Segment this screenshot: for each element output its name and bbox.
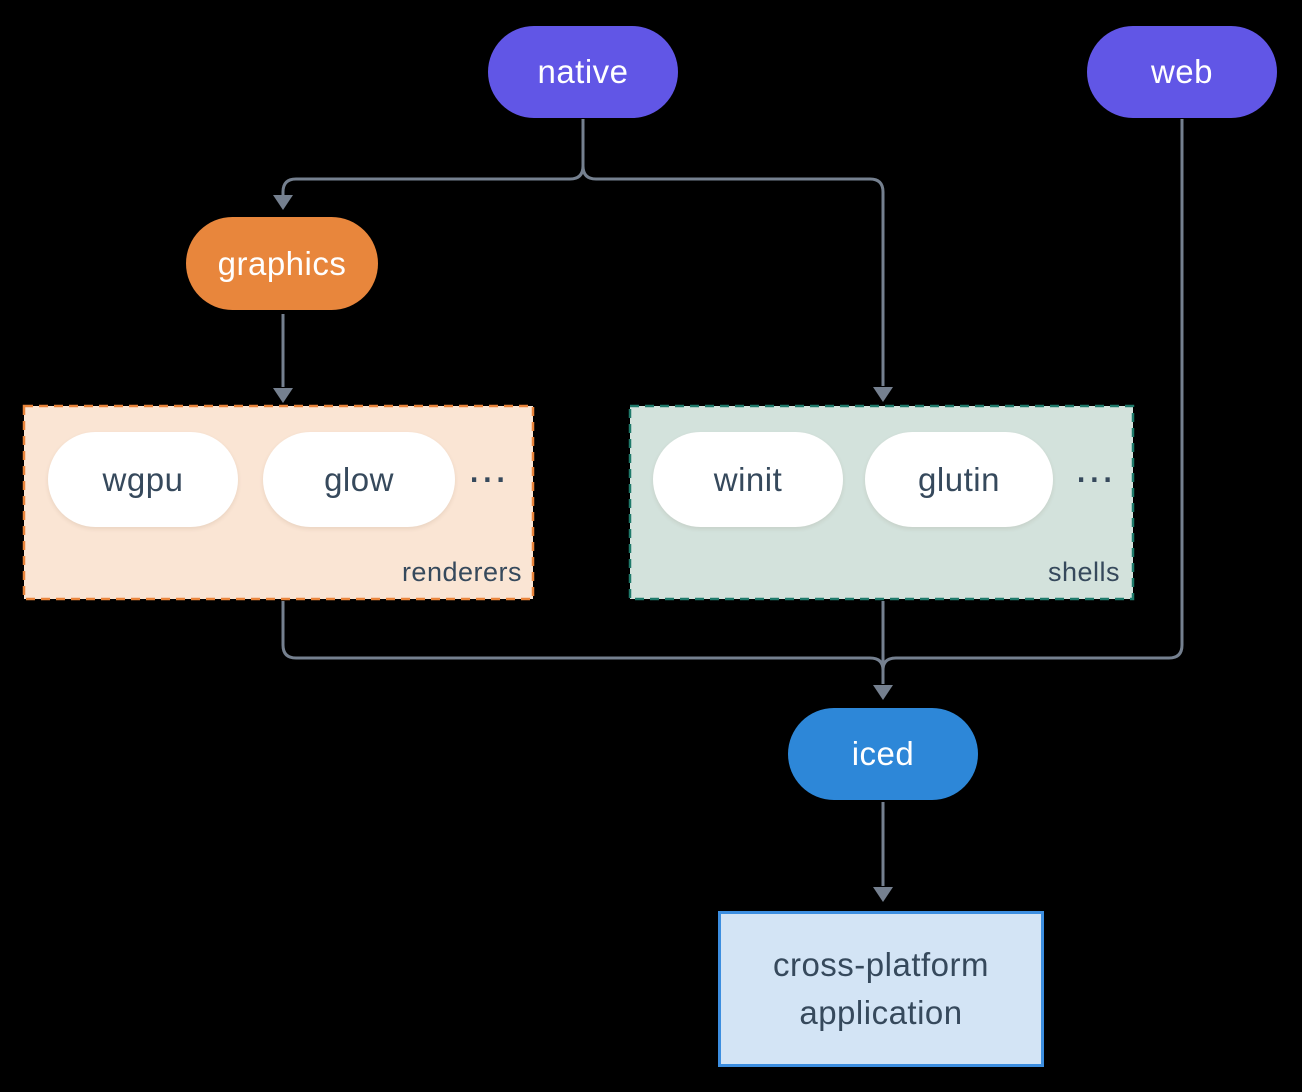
- shells-more-indicator: ...: [1075, 443, 1115, 492]
- node-graphics-label: graphics: [217, 244, 347, 282]
- node-native-label: native: [537, 53, 629, 90]
- renderers-group-label: renderers: [401, 557, 522, 587]
- shells-group-label: shells: [1047, 557, 1120, 587]
- node-native: native: [488, 26, 678, 118]
- node-web: web: [1087, 26, 1277, 118]
- edge-renderers-iced: [281, 601, 885, 671]
- node-winit: winit: [653, 432, 843, 527]
- edge-lines: [281, 119, 1184, 886]
- arrowheads: [273, 195, 893, 902]
- node-wgpu-label: wgpu: [102, 460, 184, 498]
- node-iced-label: iced: [851, 735, 915, 772]
- arrowhead-renderers: [273, 388, 293, 403]
- node-glutin: glutin: [865, 432, 1053, 527]
- edge-native-shells: [581, 119, 885, 386]
- arrowhead-graphics: [273, 195, 293, 210]
- arrowhead-application: [873, 887, 893, 902]
- edge-native-graphics: [281, 119, 585, 195]
- node-glow: glow: [263, 432, 455, 527]
- node-web-label: web: [1150, 53, 1214, 90]
- node-wgpu: wgpu: [48, 432, 238, 527]
- node-glutin-label: glutin: [918, 460, 1000, 498]
- arrowhead-shells: [873, 387, 893, 402]
- node-application: cross-platform application: [718, 911, 1044, 1067]
- arrowhead-iced: [873, 685, 893, 700]
- node-glow-label: glow: [324, 460, 394, 498]
- renderers-more-indicator: ...: [468, 443, 508, 492]
- node-iced: iced: [788, 708, 978, 800]
- node-winit-label: winit: [713, 460, 783, 498]
- node-application-label: cross-platform application: [772, 946, 990, 1031]
- node-graphics: graphics: [186, 217, 378, 310]
